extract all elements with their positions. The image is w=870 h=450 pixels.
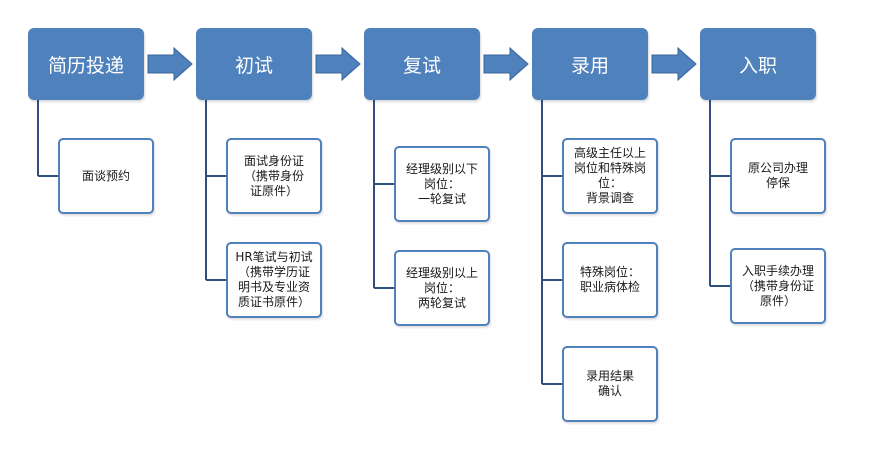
stage-hiring: 录用: [532, 28, 648, 100]
flow-arrow: [315, 46, 361, 82]
substep-above-manager-review: 经理级别以上 岗位： 两轮复试: [394, 250, 490, 326]
flow-arrow: [483, 46, 529, 82]
flow-arrow: [651, 46, 697, 82]
stage-label: 录用: [570, 54, 609, 77]
substep-interview-appointment: 面谈预约: [58, 138, 154, 214]
substep-medical-exam: 特殊岗位： 职业病体检: [562, 242, 658, 318]
flow-arrows: [147, 46, 697, 82]
substep-hr-written-test: HR笔试与初试 （携带学历证 明书及专业资 质证书原件）: [226, 242, 322, 318]
substep-background-check: 高级主任以上 岗位和特殊岗 位： 背景调查: [562, 138, 658, 214]
connector-lines: [37, 100, 730, 385]
substep-id-verification: 面试身份证 （携带身份 证原件）: [226, 138, 322, 214]
flow-arrow: [147, 46, 193, 82]
substep-onboarding-formalities: 入职手续办理 （携带身份证 原件）: [730, 248, 826, 324]
stage-second-interview: 复试: [364, 28, 480, 100]
stage-label: 入职: [738, 54, 777, 77]
stage-label: 复试: [402, 54, 441, 77]
stage-first-interview: 初试: [196, 28, 312, 100]
stage-label: 简历投递: [47, 54, 124, 77]
stage-resume-submission: 简历投递: [28, 28, 144, 100]
substep-hiring-confirmation: 录用结果 确认: [562, 346, 658, 422]
stage-label: 初试: [234, 54, 273, 77]
stage-onboarding: 入职: [700, 28, 816, 100]
substep-insurance-transfer: 原公司办理 停保: [730, 138, 826, 214]
substep-below-manager-review: 经理级别以下 岗位： 一轮复试: [394, 146, 490, 222]
